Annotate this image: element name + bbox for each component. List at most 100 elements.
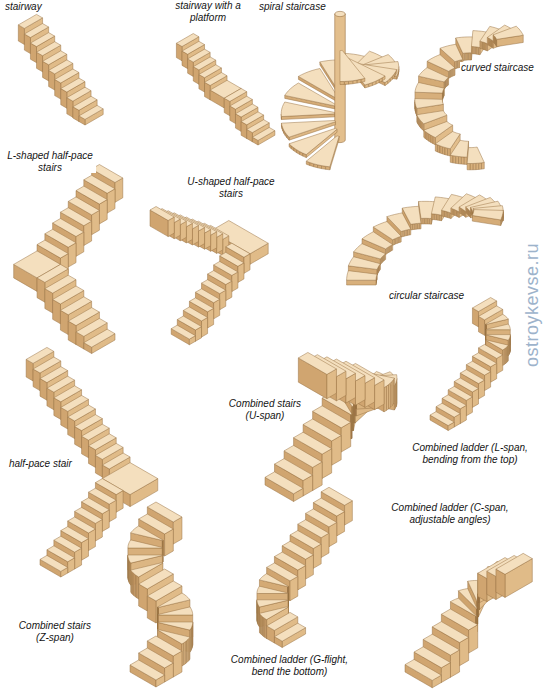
stair-tread: [348, 257, 380, 270]
stair-type-label: U-shaped half-pace stairs: [185, 176, 277, 199]
stair-side-face: [479, 163, 482, 170]
stair-side-face: [491, 40, 493, 48]
stair-side-face: [440, 146, 442, 154]
stair-side-face: [430, 218, 432, 224]
stair-side-face: [431, 214, 433, 220]
stair-side-face: [448, 148, 451, 156]
stair-side-face: [433, 136, 435, 144]
stair-type-label: stairway: [4, 1, 43, 13]
stair-side-face: [451, 69, 452, 77]
stair-tread: [306, 136, 339, 167]
stair-type-label: circular staircase: [388, 290, 465, 302]
stair-side-face: [384, 386, 386, 412]
staircase-drawing: [14, 165, 123, 354]
stair-side-face: [421, 218, 423, 224]
stair-tread: [150, 207, 174, 221]
stair-side-face: [351, 414, 352, 438]
stair-tread: [285, 83, 337, 106]
stair-tread: [130, 660, 165, 680]
stair-tread: [259, 574, 288, 587]
stair-side-face: [438, 145, 440, 153]
staircase-drawing: [257, 487, 352, 647]
stair-tread: [257, 586, 288, 593]
staircase-drawing: [281, 11, 399, 169]
stair-tread: [79, 105, 103, 119]
stair-side-face: [456, 156, 459, 164]
stair-tread: [158, 622, 192, 630]
stair-side-face: [351, 414, 352, 438]
stair-side-face: [340, 81, 344, 84]
stair-tread: [40, 555, 68, 571]
staircase-drawing: [405, 553, 532, 687]
stair-side-face: [508, 338, 509, 354]
stair-tread: [252, 127, 275, 140]
stair-side-face: [401, 231, 403, 237]
stair-side-face: [481, 162, 484, 169]
stair-side-face: [490, 39, 492, 47]
stair-side-face: [445, 147, 448, 155]
stair-tread: [450, 140, 468, 157]
stair-side-face: [419, 223, 421, 229]
staircase-drawing: [18, 14, 103, 125]
stair-side-face: [506, 346, 508, 362]
stair-tread: [472, 210, 503, 220]
stair-side-face: [496, 39, 497, 47]
stair-type-label: Combined ladder (G-flight, bend the bott…: [222, 654, 357, 677]
stair-side-face: [470, 163, 473, 169]
stair-tread: [158, 607, 192, 615]
stair-side-face: [426, 218, 428, 224]
stair-side-face: [488, 38, 489, 46]
stair-tread: [257, 600, 288, 607]
stair-tread: [417, 111, 447, 124]
stair-tread: [347, 271, 377, 281]
stair-side-face: [414, 224, 416, 230]
stair-side-face: [467, 163, 470, 169]
stair-tread: [340, 50, 365, 81]
stair-tread: [419, 68, 449, 82]
stair-side-face: [435, 214, 437, 220]
stair-side-face: [418, 223, 420, 229]
stair-side-face: [489, 39, 491, 47]
stair-type-label: Combined ladder (C-span, adjustable angl…: [380, 502, 520, 525]
stair-tread: [298, 352, 336, 374]
stair-tread: [128, 540, 162, 548]
stair-side-face: [459, 157, 462, 165]
stair-tread: [171, 325, 195, 339]
stair-side-face: [412, 224, 414, 230]
stair-side-face: [463, 53, 464, 60]
stair-side-face: [347, 280, 376, 285]
stair-side-face: [388, 383, 390, 409]
stair-tread: [84, 329, 115, 347]
stair-side-face: [478, 574, 487, 617]
stair-side-face: [424, 218, 426, 224]
stair-side-face: [442, 147, 445, 155]
stair-tread: [158, 593, 190, 607]
stair-type-label: stairway with a platform: [168, 0, 248, 23]
stair-side-face: [411, 224, 413, 230]
stair-side-face: [455, 61, 456, 69]
stair-side-face: [435, 144, 437, 152]
staircase-drawing: [150, 207, 268, 345]
stair-type-label: Combined ladder (L-span, bending from th…: [400, 442, 540, 465]
stair-tread: [274, 623, 305, 641]
stair-side-face: [476, 163, 479, 170]
stair-tread: [486, 335, 510, 341]
stair-type-label: curved staircase: [460, 62, 535, 74]
stair-side-face: [386, 385, 388, 411]
stair-side-face: [450, 155, 453, 163]
stair-tread: [415, 82, 444, 93]
stair-type-label: Combined stairs (Z-span): [14, 620, 96, 643]
stair-side-face: [505, 347, 507, 363]
stair-tread: [430, 412, 454, 426]
stair-side-face: [437, 214, 439, 220]
stair-side-face: [344, 81, 348, 84]
stair-tread: [415, 99, 443, 109]
stair-side-face: [442, 92, 443, 100]
stair-side-face: [449, 70, 451, 78]
stair-tread: [265, 472, 303, 494]
stair-side-face: [473, 163, 476, 169]
stair-side-face: [507, 345, 509, 361]
stair-side-face: [464, 157, 467, 164]
stair-side-face: [416, 223, 418, 229]
stair-side-face: [423, 218, 425, 224]
